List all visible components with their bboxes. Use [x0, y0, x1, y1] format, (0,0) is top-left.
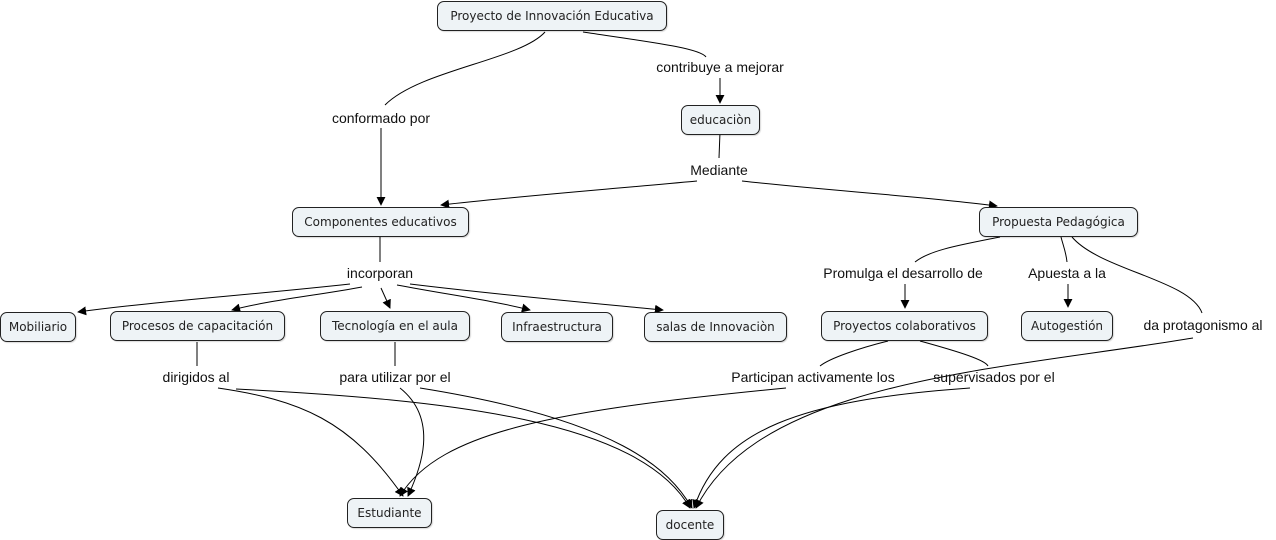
concept-docente[interactable]: docente: [656, 510, 724, 540]
link-mediante-componentes: [440, 180, 698, 209]
link-mediante-propuesta: [741, 180, 998, 210]
link-utilizar-docente: [419, 387, 693, 509]
link-supervisados-docente: [692, 387, 971, 509]
link-incorporan-procesos: [231, 286, 363, 313]
concept-salas[interactable]: salas de Innovaciòn: [644, 312, 787, 342]
link-label-protagonismo: da protagonismo al: [1143, 317, 1263, 333]
link-incorporan-tecnologia: [380, 287, 391, 309]
concept-procesos[interactable]: Procesos de capacitación: [110, 311, 285, 341]
concept-educacion[interactable]: educaciòn: [681, 105, 760, 135]
concept-tecnologia[interactable]: Tecnología en el aula: [320, 311, 470, 341]
link-label-promulga: Promulga el desarrollo de: [823, 265, 983, 281]
link-protagonismo-docente: [695, 337, 1194, 509]
concept-componentes[interactable]: Componentes educativos: [292, 207, 469, 237]
concept-proyecto[interactable]: Proyecto de Innovación Educativa: [437, 1, 667, 31]
link-label-contribuye: contribuye a mejorar: [656, 59, 784, 75]
concept-infraestructura[interactable]: Infraestructura: [501, 312, 613, 342]
link-proyecto-conformado: [384, 31, 546, 106]
link-dirigidos-docente: [235, 388, 691, 509]
link-propuesta-promulga: [914, 236, 1001, 263]
concept-mobiliario[interactable]: Mobiliario: [0, 312, 76, 342]
link-incorporan-infra: [396, 284, 531, 313]
concept-autogestion[interactable]: Autogestión: [1021, 311, 1113, 341]
link-incorporan-mobiliario: [77, 283, 351, 316]
concept-propuesta[interactable]: Propuesta Pedagógica: [979, 207, 1138, 237]
link-propuesta-protagonismo: [1071, 236, 1203, 314]
link-colab-supervisados: [919, 340, 989, 367]
link-label-utilizar: para utilizar por el: [339, 369, 451, 385]
link-label-participan: Participan activamente los: [731, 369, 895, 385]
link-proyecto-contribuye: [582, 31, 707, 58]
link-colab-participan: [819, 340, 889, 367]
link-label-mediante: Mediante: [690, 162, 748, 178]
link-utilizar-estudiante: [399, 387, 425, 497]
link-incorporan-salas: [409, 283, 664, 314]
link-label-conformado: conformado por: [331, 110, 431, 126]
link-educacion-mediante: [718, 131, 721, 159]
link-label-supervisados: supervisados por el: [933, 369, 1055, 385]
concept-estudiante[interactable]: Estudiante: [347, 498, 432, 528]
link-label-apuesta: Apuesta a la: [1028, 265, 1106, 281]
link-participan-estudiante: [399, 387, 787, 497]
concept-proyectos-colaborativos[interactable]: Proyectos colaborativos: [821, 311, 988, 341]
link-label-dirigidos: dirigidos al: [162, 369, 230, 385]
link-label-incorporan: incorporan: [346, 265, 414, 281]
link-dirigidos-estudiante: [217, 387, 404, 497]
link-propuesta-apuesta: [1060, 236, 1068, 263]
